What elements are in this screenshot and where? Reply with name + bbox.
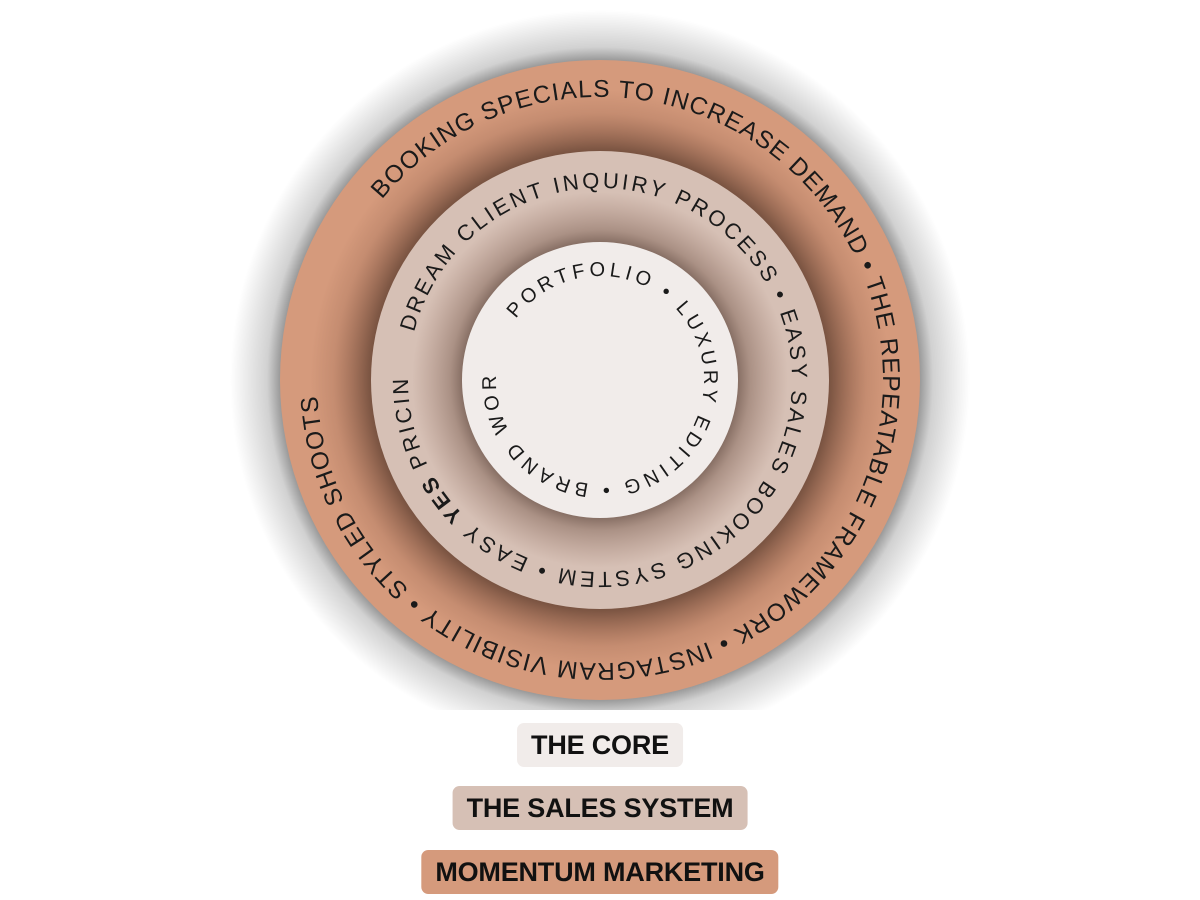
inner-ring-separator-dot: • [0, 0, 4, 5]
outer-ring-item-0-word-2: TO [610, 76, 657, 108]
outer-ring-separator-dot: • [0, 0, 5, 6]
inner-ring-separator-dot: • [591, 477, 622, 501]
inner-disk-core [462, 242, 738, 518]
outer-ring-item-3-word-4: SEEN [0, 0, 9, 6]
legend-momentum-marketing: MOMENTUM MARKETING [421, 850, 779, 894]
legend-the-sales-system: THE SALES SYSTEM [452, 786, 748, 830]
legend-the-core: THE CORE [517, 723, 683, 767]
middle-ring-separator-dot: • [0, 0, 5, 5]
outer-ring-item-3-word-3: GET [0, 0, 10, 6]
circular-framework-diagram: BOOKING SPECIALS TO INCREASE DEMAND • TH… [0, 0, 970, 710]
